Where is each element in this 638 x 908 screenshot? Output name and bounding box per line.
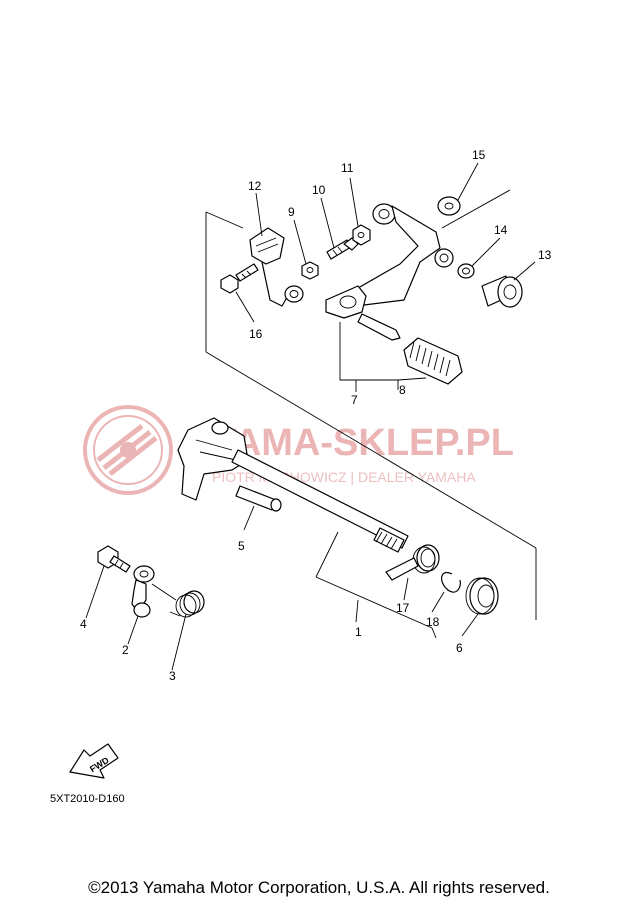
part-17-spring — [385, 544, 440, 581]
part-15-washer — [437, 196, 461, 216]
part-5-pin — [235, 485, 282, 512]
callout-4: 4 — [80, 617, 87, 631]
callout-18: 18 — [426, 615, 440, 629]
callout-13: 13 — [538, 248, 552, 262]
callout-12: 12 — [248, 179, 262, 193]
part-14-washer — [457, 263, 475, 279]
part-9-nut — [301, 261, 319, 280]
watermark-logo-icon — [83, 405, 173, 495]
callout-8: 8 — [399, 383, 406, 397]
callout-9: 9 — [288, 205, 295, 219]
callout-17: 17 — [396, 601, 410, 615]
callout-11: 11 — [341, 161, 354, 175]
watermark: YAMA-SKLEP.PL PIOTR MACHOWICZ | DEALER Y… — [83, 405, 514, 495]
callout-1: 1 — [355, 625, 362, 639]
forward-arrow-icon: FWD — [69, 743, 119, 779]
callout-3: 3 — [169, 669, 176, 683]
callouts: 1 2 3 4 5 6 7 8 9 10 11 12 13 14 15 16 1… — [80, 148, 552, 683]
part-18-circlip — [441, 572, 461, 593]
assembly-frame — [205, 189, 537, 620]
callout-16: 16 — [249, 327, 263, 341]
part-4-bolt — [97, 545, 131, 573]
part-1-shift-shaft — [177, 417, 409, 553]
watermark-brand: YAMA-SKLEP.PL — [212, 422, 514, 464]
callout-2: 2 — [122, 643, 129, 657]
callout-10: 10 — [312, 183, 326, 197]
part-8-pedal-rubber — [403, 337, 463, 385]
part-7-shift-pedal — [325, 203, 454, 341]
part-2-stopper-lever — [131, 565, 155, 618]
callout-14: 14 — [494, 223, 508, 237]
callout-5: 5 — [238, 539, 245, 553]
part-6-oil-seal — [465, 577, 499, 615]
callout-6: 6 — [456, 641, 463, 655]
leader-lines — [85, 162, 536, 671]
part-16-bolt — [220, 263, 259, 294]
copyright-notice: ©2013 Yamaha Motor Corporation, U.S.A. A… — [88, 878, 550, 897]
callout-15: 15 — [472, 148, 486, 162]
part-11-nut — [352, 224, 371, 246]
part-10-bolt — [326, 237, 359, 260]
part-3-spring — [151, 583, 205, 618]
callout-7: 7 — [351, 393, 358, 407]
part-12-shift-arm — [249, 227, 304, 307]
diagram-code: 5XT2010-D160 — [50, 793, 125, 805]
part-13-pivot-bolt — [481, 275, 523, 308]
